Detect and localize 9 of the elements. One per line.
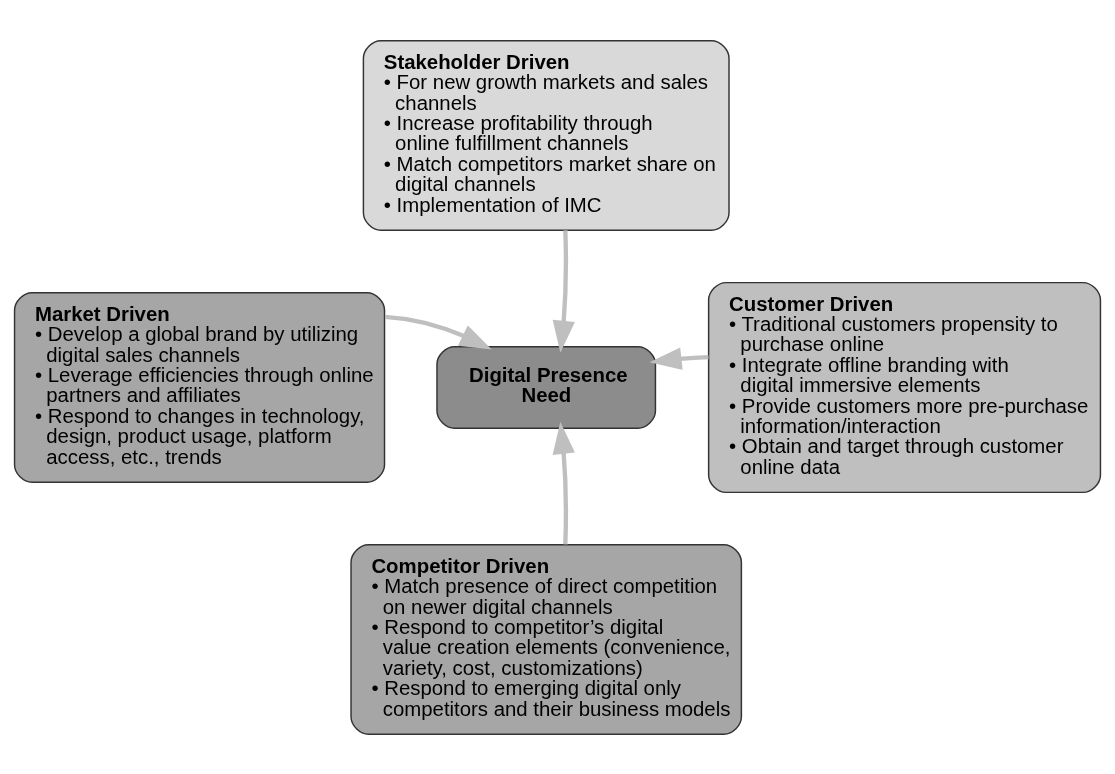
arrow [552, 229, 575, 353]
arrow [384, 314, 492, 349]
node-box: Customer Driven • Traditional customers propensity to purchase online • Integrate offline branding with digital immersive elements • Provide customers more pre-purchase information/interaction • Obtain and target through customer online data [707, 281, 1102, 493]
node-box: Stakeholder Driven • For new growth markets and sales channels • Increase profitability through online fulfillment channels • Match competitors market share on digital channels • Implementation of IMC [362, 39, 730, 231]
node-box: Digital Presence Need [436, 345, 657, 429]
arrow [552, 421, 575, 545]
node-box: Competitor Driven • Match presence of direct competition on newer digital channels • Respond to competitor’s digital value creation elements (convenience, variety, cost, customizations) • Respond to emerging digital only competitors and their business models [350, 543, 743, 735]
arrow [649, 347, 709, 370]
node-box: Market Driven • Develop a global brand by utilizing digital sales channels • Leverage efficiencies through online partners and affiliates • Respond to changes in technology, design, product usage, platform access, etc., trends [13, 291, 386, 483]
